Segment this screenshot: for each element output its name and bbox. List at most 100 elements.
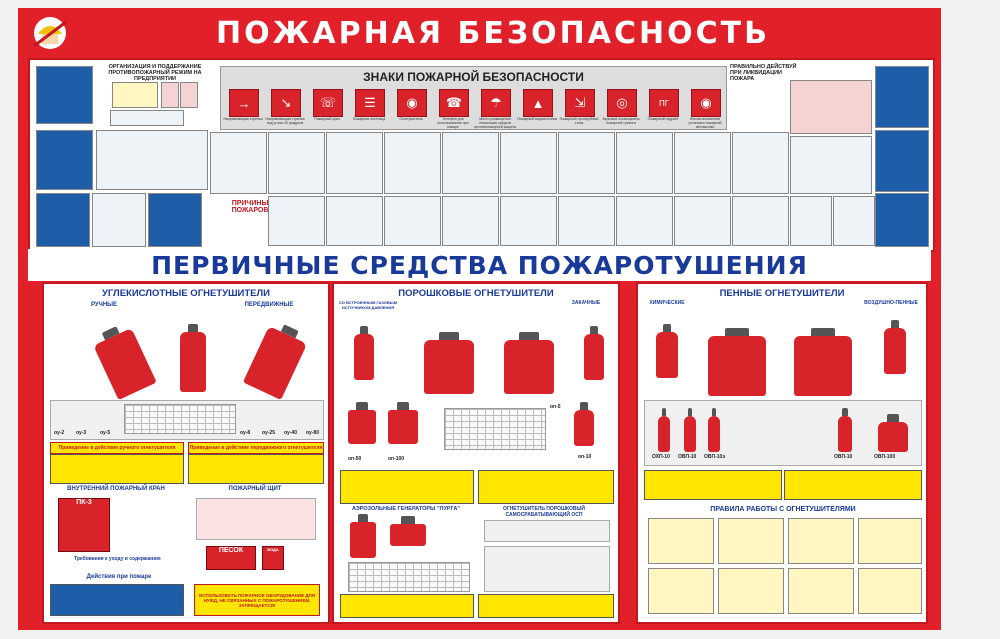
foam-small-extinguisher-icon — [884, 320, 906, 374]
powder-usage-steps — [340, 470, 474, 504]
tile-burning-roll — [442, 196, 499, 246]
hydrant-cabinet-icon: ПК-3 — [58, 498, 110, 552]
powder-usage-steps — [478, 470, 614, 504]
sign-caption: Направляющая стрелка — [223, 117, 263, 121]
foam-model-label: ОХП-10 — [652, 454, 670, 460]
powder-model-label: оп-10 — [578, 454, 592, 460]
sign-caption: Пожарный гидрант — [647, 117, 679, 121]
rule-tile — [718, 518, 784, 564]
foam-usage-steps — [784, 470, 922, 500]
tile-fire-fighters — [790, 80, 872, 134]
foam-model-label: ОВП-100 — [874, 454, 896, 460]
tile-corridor — [92, 193, 146, 247]
foam-models-panel — [644, 400, 922, 466]
tile-hand — [148, 193, 202, 247]
safety-signs-box: ЗНАКИ ПОЖАРНОЙ БЕЗОПАСНОСТИ → ↘ ☏ ☰ ◉ ☎ … — [220, 66, 727, 130]
water-barrel-label: ВОДА — [267, 547, 279, 552]
co2-mobile-steps — [188, 454, 324, 484]
tile-workshop — [36, 66, 93, 124]
title-bar: ПОЖАРНАЯ БЕЗОПАСНОСТЬ — [18, 8, 941, 58]
hydrant-maintenance-note: Требования к уходу и содержанию — [74, 556, 161, 562]
tile-call — [875, 130, 929, 192]
fire-phone-sign-icon: ☎ — [439, 89, 469, 117]
sign-caption: Пожарный водоисточник — [516, 117, 558, 121]
tile-iron — [268, 196, 325, 246]
water-source-sign-icon: ▲ — [523, 89, 553, 117]
co2-mobile-extinguisher-icon — [242, 326, 308, 400]
powder-specs-table — [444, 408, 546, 450]
sign-caption: Пожарный кран — [314, 117, 340, 121]
sign-caption: Огнетушитель — [399, 117, 423, 121]
dry-riser-sign-icon: ⇲ — [565, 89, 595, 117]
hydrant-heading: ВНУТРЕННИЙ ПОЖАРНЫЙ КРАН — [67, 486, 165, 492]
tile-heater — [326, 132, 383, 194]
fire-ladder-sign-icon: ☰ — [355, 89, 385, 117]
foam-extinguishers-column: ПЕННЫЕ ОГНЕТУШИТЕЛИ ХИМИЧЕСКИЕ ВОЗДУШНО-… — [636, 282, 928, 624]
powder-model-label: оп-100 — [388, 456, 405, 462]
aerosol-generator-heading: АЭРОЗОЛЬНЫЕ ГЕНЕРАТОРЫ "ПУРГА" — [352, 506, 460, 512]
co2-model-label: оу-5 — [100, 430, 111, 436]
alarm-speaker-sign-icon: ◎ — [607, 89, 637, 117]
aerosol-generator-icon — [350, 514, 376, 558]
co2-cutaway-extinguisher-icon — [180, 324, 206, 392]
foam-chemical-label: ХИМИЧЕСКИЕ — [649, 300, 685, 306]
extinguisher-sign-icon: ◉ — [397, 89, 427, 117]
tile-storage — [500, 132, 557, 194]
poster-title: ПОЖАРНАЯ БЕЗОПАСНОСТЬ — [216, 16, 770, 51]
fire-actions-heading: ПРАВИЛЬНО ДЕЙСТВУЙ ПРИ ЛИКВИДАЦИИ ПОЖАРА — [730, 64, 797, 82]
tile-inspection — [732, 132, 789, 194]
co2-model-label: оу-8 — [240, 430, 251, 436]
direction-arrow-sign-icon: → — [229, 89, 259, 117]
signs-title: ЗНАКИ ПОЖАРНОЙ БЕЗОПАСНОСТИ — [363, 70, 584, 84]
foam-air-label: ВОЗДУШНО-ПЕННЫЕ — [864, 300, 918, 306]
tile-alarm-button — [180, 82, 198, 108]
tile-panel — [384, 132, 441, 194]
sign-caption: Кнопка включения установок пожарной авто… — [688, 117, 722, 129]
sign-caption: Пожарная лестница — [352, 117, 386, 121]
powder-heading: ПОРОШКОВЫЕ ОГНЕТУШИТЕЛИ — [398, 288, 554, 299]
powder-stored-extinguisher-icon — [504, 332, 554, 394]
osp-installation-panel — [484, 546, 610, 592]
tile-gas-cylinders — [96, 130, 208, 190]
tile-bucket — [558, 196, 615, 246]
tile-barrels — [558, 132, 615, 194]
tile-running — [875, 193, 929, 247]
osp-device-panel — [484, 520, 610, 542]
aerosol-case-icon — [390, 516, 426, 546]
firefighter-logo-icon — [33, 17, 67, 49]
foam-air-extinguisher-icon — [794, 328, 852, 396]
op50-extinguisher-icon — [348, 402, 376, 444]
co2-model-label: оу-3 — [76, 430, 87, 436]
tile-lamp — [326, 196, 383, 246]
tile-plan — [110, 110, 184, 126]
sign-caption: Направляющая стрелка под углом 45 градус… — [265, 117, 305, 125]
foam-usage-steps — [644, 470, 782, 500]
tile-cylinder — [384, 196, 441, 246]
co2-mobile-label: ПЕРЕДВИЖНЫЕ — [244, 302, 294, 308]
poster-board: ПОЖАРНАЯ БЕЗОПАСНОСТЬ ОРГАНИЗАЦИЯ И ПОДД… — [18, 8, 941, 630]
tile-pipe — [500, 196, 557, 246]
rule-tile — [648, 568, 714, 614]
powder-small-extinguisher-icon — [584, 326, 604, 380]
co2-mobile-usage-bar: Приведение в действие передвижного огнет… — [188, 442, 324, 454]
tile-alarm-box — [161, 82, 179, 108]
powder-cartridge-label: СО ВСТРОЕННЫМ ГАЗОВЫМ ИСТОЧНИКОМ ДАВЛЕНИ… — [338, 300, 398, 310]
foam-chemical-extinguisher-icon — [656, 324, 678, 378]
tile-truck — [442, 132, 499, 194]
fire-causes-label: ПРИЧИНЫ ПОЖАРОВ — [231, 200, 269, 214]
powder-model-label: оп-5 — [550, 404, 561, 410]
sign-caption: Звуковой оповещатель пожарной тревоги — [602, 117, 640, 125]
tile-extinguishing — [790, 136, 872, 194]
foam-model-extinguisher-icon — [658, 408, 670, 452]
foam-model-extinguisher-icon — [838, 408, 852, 452]
co2-model-label: оу-80 — [306, 430, 319, 436]
equipment-use-warning: ИСПОЛЬЗОВАТЬ ПОЖАРНОЕ ОБОРУДОВАНИЕ ДЛЯ Н… — [194, 584, 320, 616]
tile-smoking — [674, 132, 731, 194]
powder-stored-pressure-label: ЗАКАЧНЫЕ — [571, 300, 601, 306]
hydrant-action-steps — [50, 584, 184, 616]
powder-small-extinguisher-icon — [354, 326, 374, 380]
auto-system-button-sign-icon: ◉ — [691, 89, 721, 117]
rule-tile — [718, 568, 784, 614]
co2-model-label: оу-40 — [284, 430, 297, 436]
hydrant-sign-icon: ПГ — [649, 89, 679, 117]
